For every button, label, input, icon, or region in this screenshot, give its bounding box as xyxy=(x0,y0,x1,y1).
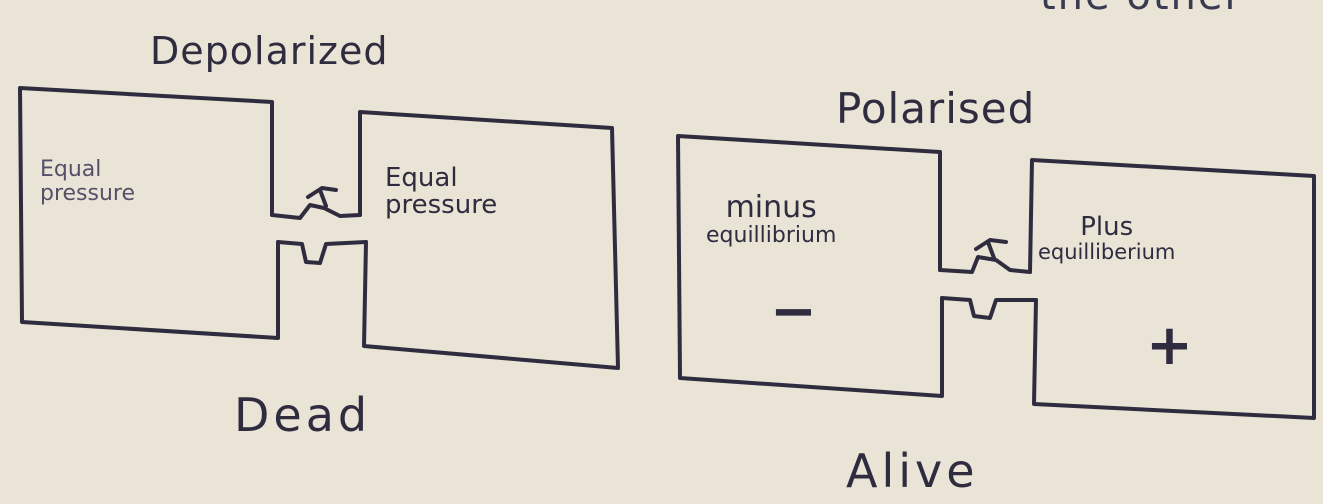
right-box-1-outline xyxy=(676,134,944,398)
right-box-1-line-1: minus xyxy=(725,190,817,225)
plus-sign: + xyxy=(1146,313,1193,378)
right-box-2-outline xyxy=(1028,158,1316,420)
dead-caption: Dead xyxy=(234,388,372,442)
right-box-1-line-2: equillibrium xyxy=(706,222,837,248)
left-box-1-line-2: pressure xyxy=(40,181,136,207)
minus-sign: − xyxy=(770,279,817,344)
left-valve-knob xyxy=(306,186,338,208)
right-box-2-line-2: equilliberium xyxy=(1038,240,1176,265)
left-box-1-label: Equal pressure xyxy=(40,157,136,207)
left-connector-lower xyxy=(276,240,368,265)
polarised-title: Polarised xyxy=(836,84,1036,133)
left-box-2-line-2: pressure xyxy=(385,190,498,221)
left-box-2-line-1: Equal xyxy=(385,163,458,193)
right-connector-lower xyxy=(940,296,1038,320)
top-text-fragment: the other xyxy=(1040,0,1243,16)
left-box-2-outline xyxy=(358,110,620,370)
right-box-1-label: minus equillibrium xyxy=(706,192,836,247)
right-box-2-label: Plus equilliberium xyxy=(1038,212,1176,265)
left-box-1-outline xyxy=(18,86,280,340)
right-box-2-line-1: Plus xyxy=(1080,212,1134,242)
depolarized-title: Depolarized xyxy=(150,29,389,73)
right-connector-upper xyxy=(938,255,1032,274)
right-valve-knob xyxy=(974,238,1008,260)
left-box-2-label: Equal pressure xyxy=(385,163,498,221)
alive-caption: Alive xyxy=(846,444,979,498)
left-connector-upper xyxy=(270,203,362,220)
left-box-1-line-1: Equal xyxy=(40,157,102,182)
